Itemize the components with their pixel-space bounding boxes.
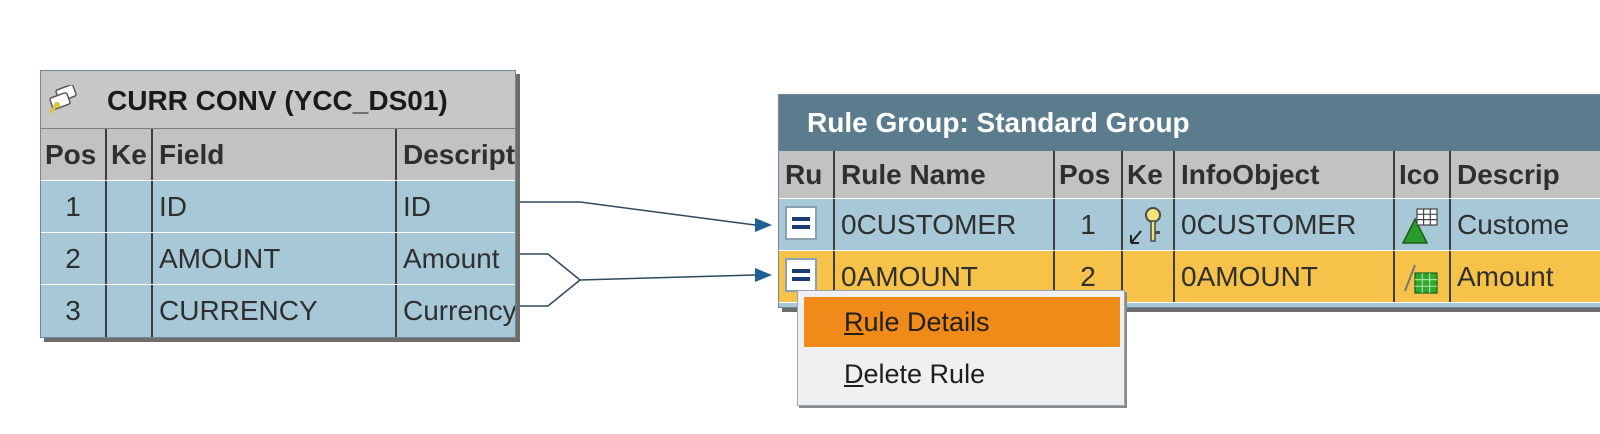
col-header-pos: Pos bbox=[41, 129, 107, 180]
row-key bbox=[107, 285, 153, 337]
rule-pos: 2 bbox=[1055, 251, 1123, 302]
type-cell bbox=[1395, 199, 1451, 250]
table-row[interactable]: 2 AMOUNT Amount bbox=[41, 233, 515, 285]
row-pos: 1 bbox=[41, 181, 107, 232]
source-table-title: CURR CONV (YCC_DS01) bbox=[107, 85, 448, 116]
characteristic-icon bbox=[1401, 207, 1438, 244]
col-header-rule: Ru bbox=[779, 151, 835, 198]
table-row[interactable]: 1 ID ID bbox=[41, 181, 515, 233]
row-description: ID bbox=[403, 190, 431, 222]
rule-group-header: Ru Rule Name Pos Ke InfoObject Ico Descr… bbox=[779, 151, 1600, 199]
rule-description: Amount bbox=[1457, 260, 1554, 292]
rule-pos: 1 bbox=[1055, 199, 1123, 250]
table-row[interactable]: 3 CURRENCY Currency bbox=[41, 285, 515, 337]
row-description: Currency bbox=[403, 295, 515, 326]
equals-rule-icon[interactable] bbox=[785, 206, 817, 240]
rule-row[interactable]: 0CUSTOMER 1 0CUSTOMER bbox=[779, 199, 1600, 251]
rule-description: Custome bbox=[1457, 208, 1570, 240]
col-header-description: Descript. bbox=[403, 138, 515, 170]
col-header-description: Descrip bbox=[1457, 158, 1560, 190]
row-key bbox=[107, 233, 153, 284]
col-header-key: Ke bbox=[1123, 151, 1175, 198]
source-table-header: Pos Ke Field Descript. bbox=[41, 129, 515, 181]
row-field: CURRENCY bbox=[153, 285, 397, 337]
row-field: AMOUNT bbox=[153, 233, 397, 284]
menu-item-mnemonic: D bbox=[844, 358, 864, 389]
rule-infoobject: 0AMOUNT bbox=[1175, 251, 1395, 302]
mapping-line-id bbox=[516, 201, 756, 226]
rule-name: 0CUSTOMER bbox=[835, 199, 1055, 250]
rule-group-title: Rule Group: Standard Group bbox=[807, 107, 1190, 138]
row-field: ID bbox=[153, 181, 397, 232]
row-pos: 3 bbox=[41, 285, 107, 337]
rule-infoobject: 0CUSTOMER bbox=[1175, 199, 1395, 250]
type-cell bbox=[1395, 251, 1451, 302]
col-header-pos: Pos bbox=[1055, 151, 1123, 198]
col-header-field: Field bbox=[153, 129, 397, 180]
mapping-line-currency bbox=[516, 279, 581, 307]
col-header-icon: Ico bbox=[1395, 151, 1451, 198]
rule-group-title-bar[interactable]: Rule Group: Standard Group bbox=[779, 95, 1600, 151]
arrow-head-customer bbox=[755, 218, 772, 232]
key-cell bbox=[1123, 251, 1175, 302]
col-header-rule-name: Rule Name bbox=[835, 151, 1055, 198]
rule-cell bbox=[779, 199, 835, 250]
key-icon bbox=[1130, 206, 1161, 244]
row-key bbox=[107, 181, 153, 232]
source-table: CURR CONV (YCC_DS01) Pos Ke Field Descri… bbox=[40, 70, 516, 338]
menu-item-label: ule Details bbox=[863, 306, 990, 337]
datasource-icon bbox=[48, 85, 77, 114]
menu-item-label: elete Rule bbox=[863, 358, 986, 389]
col-header-key: Ke bbox=[107, 129, 153, 180]
col-header-infoobject: InfoObject bbox=[1175, 151, 1395, 198]
menu-item-mnemonic: R bbox=[844, 306, 864, 337]
row-description: Amount bbox=[403, 242, 500, 274]
row-pos: 2 bbox=[41, 233, 107, 284]
mapping-line-amount bbox=[516, 253, 756, 281]
rule-group-table: Rule Group: Standard Group Ru Rule Name … bbox=[778, 94, 1600, 308]
arrow-head-amount bbox=[755, 268, 772, 282]
rule-name: 0AMOUNT bbox=[835, 251, 1055, 302]
equals-rule-icon[interactable] bbox=[785, 258, 817, 292]
keyfigure-icon bbox=[1404, 264, 1438, 294]
key-cell bbox=[1123, 199, 1175, 250]
source-table-title-bar[interactable]: CURR CONV (YCC_DS01) bbox=[41, 71, 515, 129]
